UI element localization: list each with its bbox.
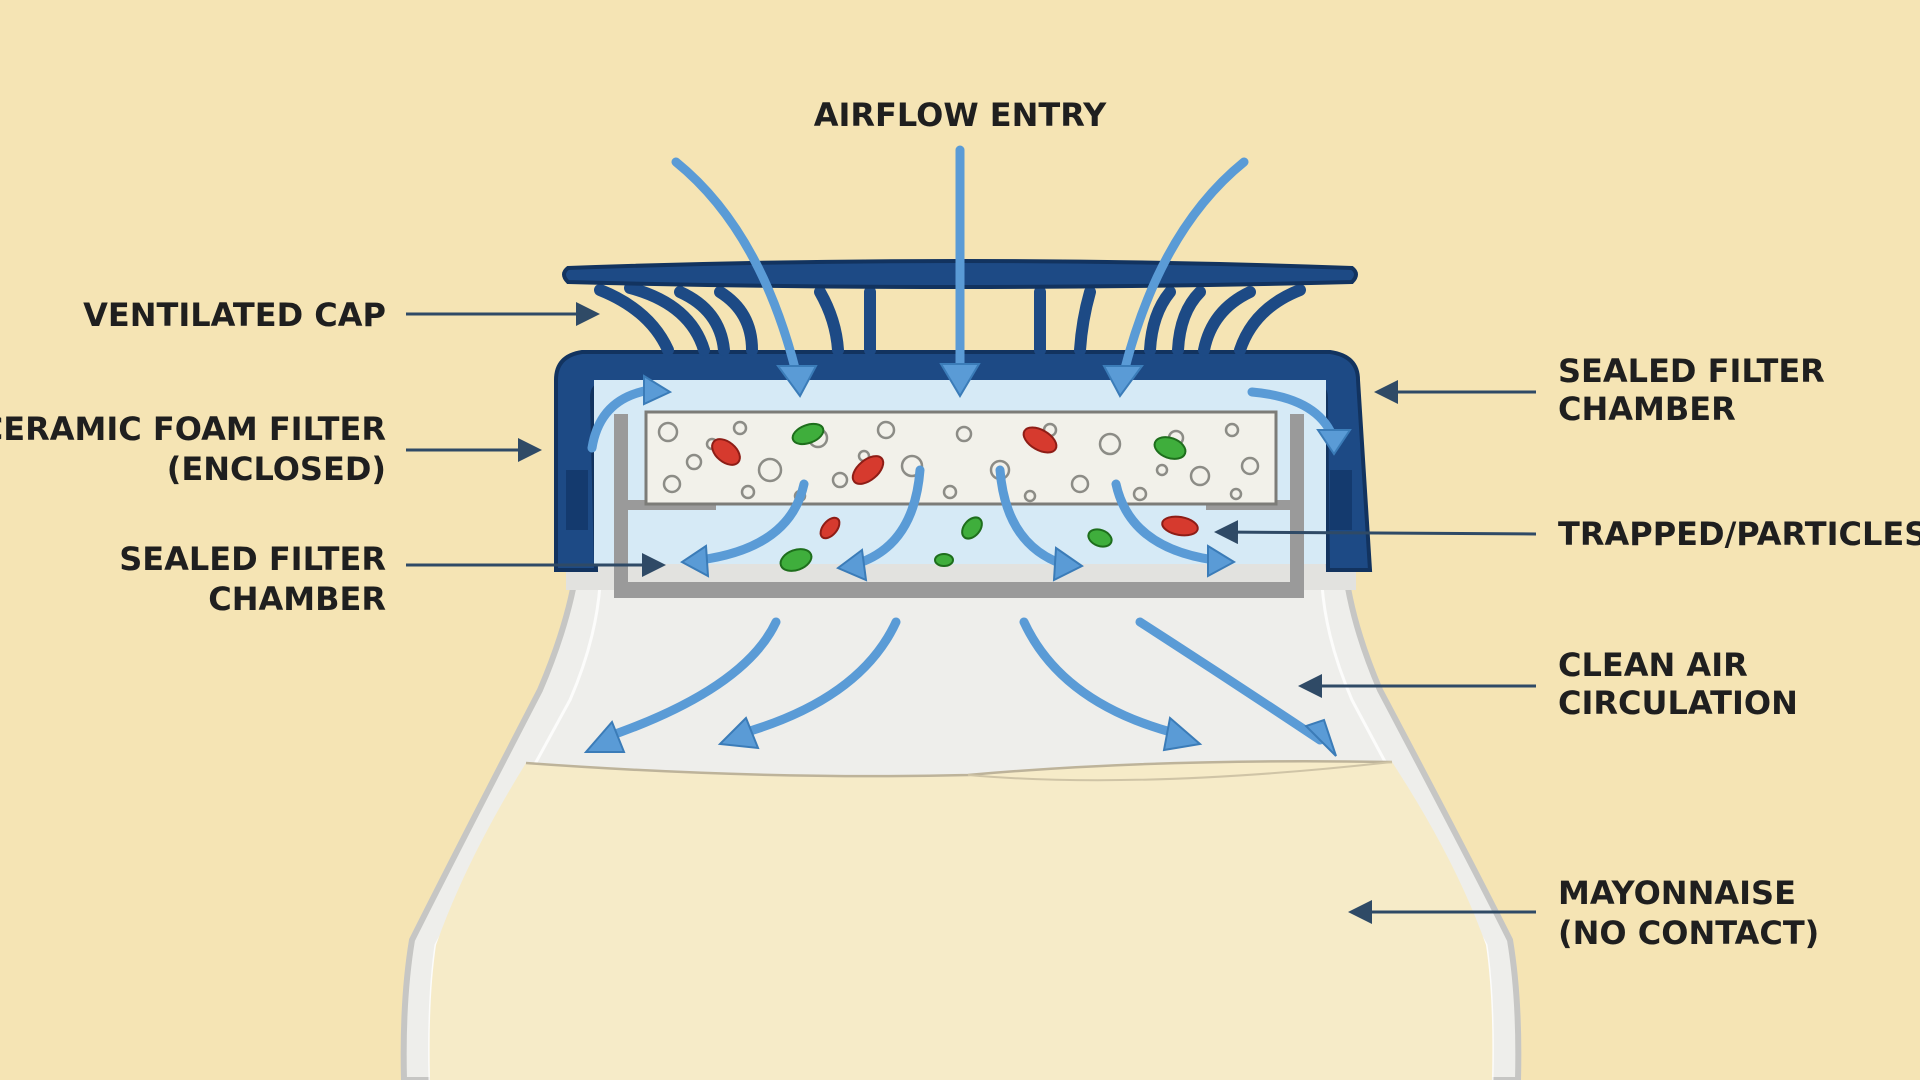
mayonnaise-swirl bbox=[967, 761, 1393, 782]
cap-ridge-left bbox=[566, 470, 588, 530]
arrow-icon bbox=[1111, 479, 1219, 565]
bacteria-icon bbox=[961, 516, 983, 540]
bacteria-icon bbox=[819, 516, 841, 540]
bacteria-icon bbox=[851, 455, 885, 485]
arrow-icon bbox=[1052, 546, 1084, 582]
airflow-arrows bbox=[587, 145, 1339, 745]
bacteria-icon bbox=[1153, 436, 1187, 460]
bacteria-icon bbox=[934, 553, 954, 567]
bacteria-icon bbox=[791, 422, 825, 446]
airflow-arrowheads bbox=[583, 363, 1352, 757]
arrow-icon bbox=[583, 720, 626, 753]
arrow-icon bbox=[643, 374, 673, 406]
arrow-icon bbox=[599, 617, 781, 743]
mayonnaise-surface bbox=[525, 759, 1393, 778]
label-mayonnaise-line1: MAYONNAISE bbox=[1558, 874, 1796, 912]
arrow-icon bbox=[717, 716, 760, 750]
label-clean-air-line2: CIRCULATION bbox=[1558, 684, 1798, 722]
bacteria-icon bbox=[1022, 426, 1058, 454]
arrow-icon bbox=[1304, 718, 1337, 757]
arrow-icon bbox=[1135, 617, 1325, 745]
label-sealed-chamber-right-line2: CHAMBER bbox=[1558, 390, 1736, 428]
arrow-icon bbox=[671, 157, 801, 377]
labels: AIRFLOW ENTRY VENTILATED CAP CERAMIC FOA… bbox=[0, 96, 1920, 952]
label-sealed-chamber-right-line1: SEALED FILTER bbox=[1558, 352, 1825, 390]
label-ceramic-filter-line1: CERAMIC FOAM FILTER bbox=[0, 410, 386, 448]
vent-fins bbox=[594, 282, 1306, 356]
arrow-icon bbox=[587, 385, 655, 453]
arrow-icon bbox=[1207, 544, 1237, 578]
arrow-icon bbox=[939, 363, 981, 398]
label-mayonnaise-line2: (NO CONTACT) bbox=[1558, 914, 1819, 952]
label-sealed-chamber-left-line2: CHAMBER bbox=[208, 580, 386, 618]
arrow-icon bbox=[1119, 157, 1249, 377]
label-sealed-chamber-left-line1: SEALED FILTER bbox=[119, 540, 386, 578]
label-ceramic-filter-line2: (ENCLOSED) bbox=[167, 450, 386, 488]
jar-glass-inner bbox=[428, 583, 1494, 1080]
label-airflow-entry: AIRFLOW ENTRY bbox=[814, 96, 1107, 134]
label-clean-air-line1: CLEAN AIR bbox=[1558, 646, 1748, 684]
arrow-icon bbox=[1316, 429, 1352, 456]
leader-lines bbox=[406, 302, 1537, 924]
arrow-icon bbox=[735, 617, 901, 739]
bacteria-icon bbox=[711, 438, 741, 466]
arrow-icon bbox=[1019, 617, 1183, 739]
arrow-icon bbox=[695, 479, 809, 565]
bacteria-icon bbox=[779, 548, 813, 572]
leader-trapped-particles bbox=[1214, 520, 1537, 545]
arrow-icon bbox=[995, 465, 1067, 569]
arrow-icon bbox=[1102, 365, 1144, 398]
cap-ridge-right bbox=[1330, 470, 1352, 530]
mayonnaise bbox=[429, 761, 1493, 1080]
arrow-icon bbox=[836, 548, 868, 582]
label-trapped-particles: TRAPPED/PARTICLES bbox=[1558, 515, 1920, 553]
trapped-particles bbox=[711, 422, 1199, 572]
label-ventilated-cap: VENTILATED CAP bbox=[83, 296, 386, 334]
arrow-icon bbox=[851, 465, 925, 569]
foam-pores bbox=[657, 420, 1260, 503]
arrow-icon bbox=[776, 365, 818, 398]
bacteria-icon bbox=[1161, 515, 1199, 537]
arrow-icon bbox=[680, 544, 710, 578]
arrow-icon bbox=[1162, 716, 1203, 752]
bacteria-icon bbox=[1087, 528, 1113, 548]
